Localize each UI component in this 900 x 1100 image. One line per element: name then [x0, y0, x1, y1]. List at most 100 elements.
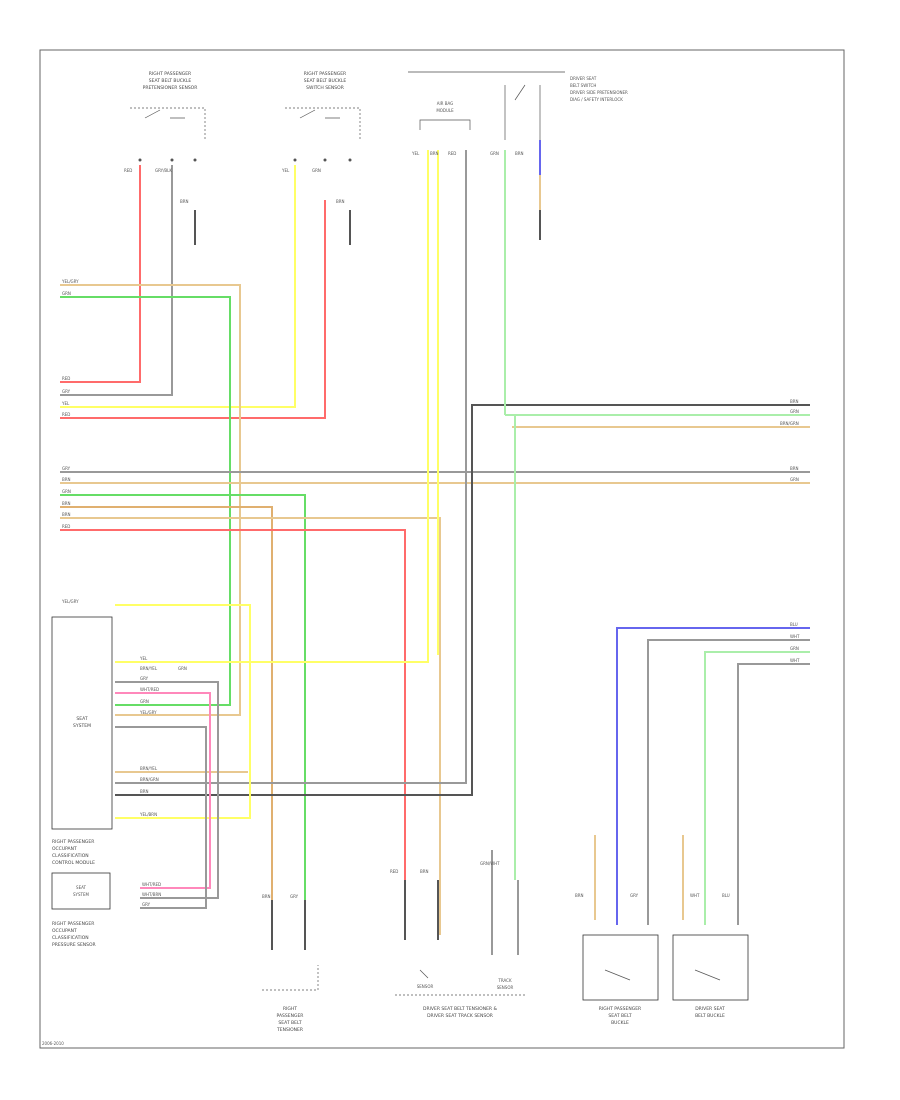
bottom-mid-sensor-label: SENSOR: [417, 984, 434, 989]
wire-dark-2: [115, 404, 495, 796]
wl-module-pin-1: BRN/YEL: [140, 666, 158, 671]
main-module-caption-0: RIGHT PASSENGER: [52, 839, 94, 845]
wl-bottom-pin-4: GRN/WHT: [480, 861, 500, 866]
main-module-label-0: SEAT: [76, 716, 87, 722]
wl-left-top-1: GRN: [62, 291, 71, 296]
pressure-sensor-caption-1: OCCUPANT: [52, 928, 77, 934]
wire-gray-7: [737, 663, 810, 925]
wire-gray-5: [115, 726, 207, 909]
wl-top-pin-0: RED: [124, 168, 132, 173]
wire-yellow-2: [115, 150, 429, 663]
wire-red-1: [60, 165, 141, 383]
driver-seat-belt-switch: DRIVER SEAT BELT SWITCH DRIVER SIDE PRET…: [504, 76, 628, 140]
tensioner-caption-0: RIGHT: [283, 1006, 297, 1012]
seat-belt-tensioner: RIGHT PASSENGER SEAT BELT TENSIONER: [262, 965, 319, 1033]
driver-seat-label-1: BELT SWITCH: [570, 83, 596, 88]
wl-module-pin-8: BRN: [140, 789, 149, 794]
top-mid-switch: RIGHT PASSENGER SEAT BELT BUCKLE SWITCH …: [285, 71, 361, 162]
wl-right-lower-0: BRN: [790, 466, 799, 471]
wl-module-pin-0: YEL: [139, 656, 148, 661]
wl-connector-0: YEL: [411, 151, 420, 156]
wl-left-mid-1: GRY: [62, 389, 71, 394]
wl-right-lower-1: GRN: [790, 477, 799, 482]
wl-sensor-pin-1: WHT/BRN: [142, 892, 161, 897]
wl-right-mid-2: BRN/GRN: [780, 421, 799, 426]
wl-module-pin-5: YEL/GRY: [139, 710, 157, 715]
wl-connector-3: GRN: [490, 151, 499, 156]
wire-red-2: [60, 200, 326, 419]
wl-module-top: YEL/GRY: [61, 599, 79, 604]
airbag-module-label-0: AIR BAG: [437, 101, 453, 106]
wl-left-lower-2: GRN: [62, 489, 71, 494]
tensioner-caption-1: PASSENGER: [277, 1013, 304, 1019]
wl-sensor-pin-2: GRY: [142, 902, 151, 907]
wl-top-pin-3: YEL: [281, 168, 290, 173]
wl-right-pin-1: GRY: [630, 893, 639, 898]
wl-right-pin-3: BLU: [722, 893, 730, 898]
driver-seat-label-0: DRIVER SEAT: [570, 76, 597, 81]
wl-right-bottom-1: WHT: [790, 634, 800, 639]
pressure-sensor-caption-3: PRESSURE SENSOR: [52, 942, 96, 948]
wl-module-pin-4: GRN: [140, 699, 149, 704]
wire-pink-1: [115, 692, 211, 889]
wire-labels: YEL/GRY GRN RED GRY YEL RED GRY BRN GRN …: [61, 151, 800, 907]
wl-right-mid-0: BRN: [790, 399, 799, 404]
wl-left-lower-3: BRN: [62, 501, 71, 506]
wl-right-bottom-2: GRN: [790, 646, 799, 651]
top-left-switch-label-0: RIGHT PASSENGER: [149, 71, 191, 77]
right-passenger-caption-2: BUCKLE: [611, 1020, 629, 1026]
wl-top-pin-2: BRN: [180, 199, 189, 204]
wl-bottom-pin-3: BRN: [420, 869, 429, 874]
wl-module-pin-3: WHT/RED: [140, 687, 159, 692]
top-mid-switch-label-1: SEAT BELT BUCKLE: [304, 78, 347, 84]
wl-top-pin-1: GRY/BLK: [155, 168, 172, 173]
wl-sensor-pin-0: WHT/RED: [142, 882, 161, 887]
track-sensor-label-1: SENSOR: [497, 985, 514, 990]
wl-left-lower-5: RED: [62, 524, 70, 529]
driver-track-sensor: SENSOR TRACK SENSOR DRIVER SEAT BELT TEN…: [395, 969, 525, 1019]
tensioner-caption-2: SEAT BELT: [278, 1020, 301, 1026]
driver-buckle-caption-0: DRIVER SEAT: [695, 1006, 725, 1012]
wire-gray-4: [115, 681, 219, 899]
right-passenger-caption-0: RIGHT PASSENGER: [599, 1006, 641, 1012]
wire-orange-1: [60, 506, 273, 930]
wire-gray-3: [115, 150, 467, 784]
wl-connector-1: BRN: [430, 151, 439, 156]
pressure-sensor-caption-2: CLASSIFICATION: [52, 935, 89, 941]
driver-buckle-caption-1: BELT BUCKLE: [695, 1013, 725, 1019]
pressure-sensor: SEAT SYSTEM RIGHT PASSENGER OCCUPANT CLA…: [51, 872, 111, 948]
wire-group: [60, 140, 810, 955]
main-module-caption-3: CONTROL MODULE: [52, 860, 95, 866]
right-passenger-caption-1: SEAT BELT: [608, 1013, 631, 1019]
driver-seat-label-2: DRIVER SIDE PRETENSIONER: [570, 90, 628, 95]
wire-tan-1: [60, 284, 241, 716]
wl-connector-4: BRN: [515, 151, 524, 156]
wl-module-pin-9: YEL/BRN: [139, 812, 157, 817]
wl-module-pin-2: GRY: [140, 676, 149, 681]
pressure-sensor-caption-0: RIGHT PASSENGER: [52, 921, 94, 927]
right-passenger-buckle: RIGHT PASSENGER SEAT BELT BUCKLE: [582, 934, 659, 1026]
wl-bottom-pin-2: RED: [390, 869, 398, 874]
wl-left-lower-1: BRN: [62, 477, 71, 482]
wl-left-mid-3: RED: [62, 412, 70, 417]
wire-green-3: [60, 494, 306, 930]
wl-top-pin-5: BRN: [336, 199, 345, 204]
wl-bottom-pin-1: GRY: [290, 894, 299, 899]
track-sensor-label-0: TRACK: [497, 978, 512, 983]
main-module-caption-2: CLASSIFICATION: [52, 853, 89, 859]
top-mid-switch-label-2: SWITCH SENSOR: [306, 85, 344, 91]
page-id: 2006-2010: [42, 1041, 64, 1046]
wire-blue-2: [616, 627, 810, 925]
driver-belt-buckle: DRIVER SEAT BELT BUCKLE: [672, 934, 749, 1019]
top-mid-switch-label-0: RIGHT PASSENGER: [304, 71, 346, 77]
wl-module-pin-6: BRN/YEL: [140, 766, 158, 771]
wire-yellow-1: [60, 165, 296, 408]
wl-right-bottom-0: BLU: [790, 622, 798, 627]
wl-right-pin-2: WHT: [690, 893, 700, 898]
wl-bottom-pin-0: BRN: [262, 894, 271, 899]
wl-right-mid-1: GRN: [790, 409, 799, 414]
top-left-switch: RIGHT PASSENGER SEAT BELT BUCKLE PRETENS…: [130, 71, 206, 162]
airbag-module-label-1: MODULE: [436, 108, 454, 113]
